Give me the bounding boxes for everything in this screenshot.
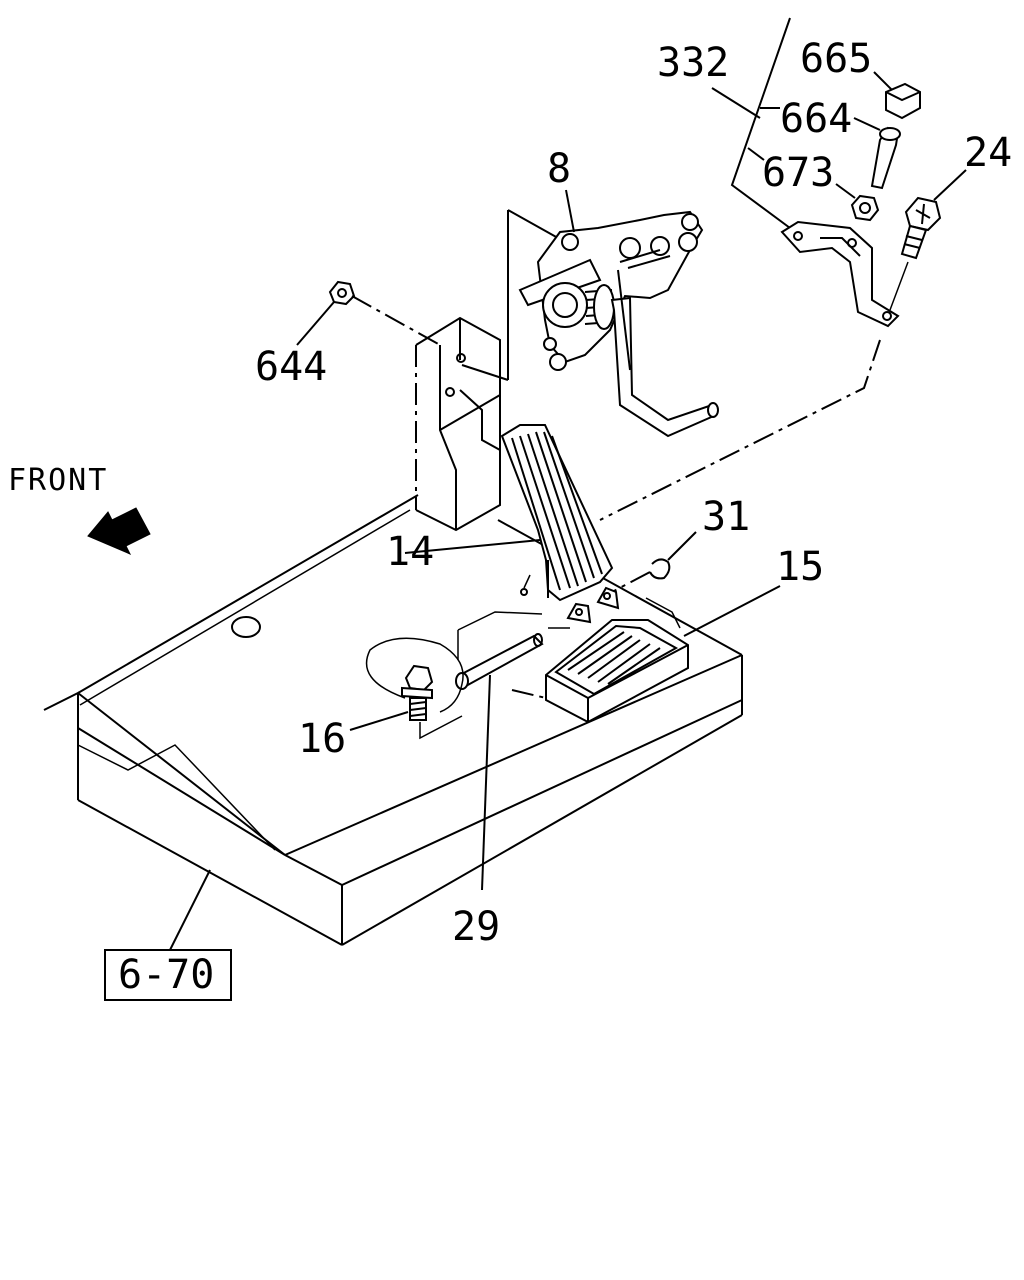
callout-644: 644 <box>255 344 327 390</box>
alignment-line <box>599 339 881 521</box>
part-29-pin: 29 <box>452 611 570 950</box>
callout-332: 332 <box>657 40 729 86</box>
callout-16: 16 <box>298 716 346 762</box>
part-8-control-unit: 8 <box>461 146 719 438</box>
callout-673: 673 <box>762 150 834 196</box>
callout-664: 664 <box>780 96 852 142</box>
front-label: FRONT <box>8 463 108 498</box>
part-644-nut: 644 <box>255 280 441 390</box>
pedal-bracket <box>415 316 501 532</box>
part-15-pedal-base: 15 <box>545 544 824 724</box>
floor-panel <box>43 494 743 946</box>
part-332-assembly: 332 665 664 673 <box>657 17 921 328</box>
part-16-bolt: 16 <box>298 637 464 762</box>
reference-6-70: 6-70 <box>104 869 232 1001</box>
front-indicator: FRONT <box>8 463 151 555</box>
reference-box <box>104 949 232 1001</box>
part-14-pedal: 14 <box>386 424 614 602</box>
callout-8: 8 <box>547 146 571 192</box>
callout-31: 31 <box>702 494 750 540</box>
callout-665: 665 <box>800 36 872 82</box>
callout-14: 14 <box>386 529 434 575</box>
part-31-clip: 31 <box>611 494 750 593</box>
reference-label: 6-70 <box>118 952 214 998</box>
callout-24: 24 <box>964 130 1012 176</box>
part-24-bolt: 24 <box>889 130 1012 311</box>
front-arrow-icon <box>87 507 151 555</box>
callout-29: 29 <box>452 904 500 950</box>
callout-15: 15 <box>776 544 824 590</box>
